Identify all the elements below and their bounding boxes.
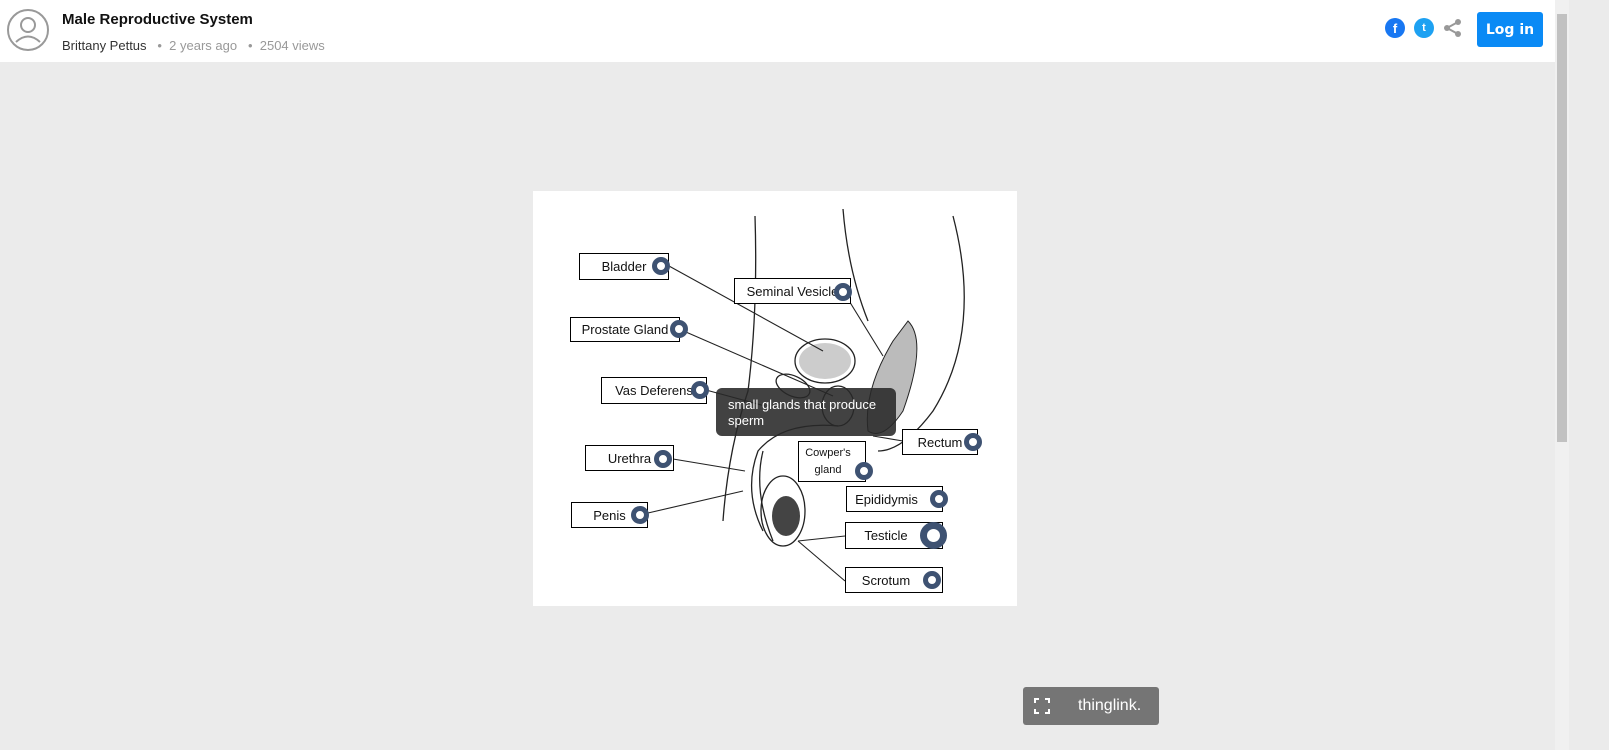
view-count: 2504 views — [259, 38, 325, 53]
thinglink-logo[interactable]: thinglink. — [1078, 697, 1142, 714]
hotspot-epididymis[interactable] — [930, 490, 948, 508]
scrollbar-thumb[interactable] — [1557, 14, 1567, 442]
header: Male Reproductive System Brittany Pettus… — [0, 0, 1555, 62]
meta: Brittany Pettus • 2 years ago • 2504 vie… — [62, 38, 325, 53]
hotspot-vas-deferens[interactable] — [691, 381, 709, 399]
label-prostate-gland: Prostate Gland — [570, 317, 680, 342]
hotspot-bladder[interactable] — [652, 257, 670, 275]
author-link[interactable]: Brittany Pettus — [62, 38, 147, 53]
hotspot-cowpers-gland[interactable] — [855, 462, 873, 480]
share-icon[interactable] — [1443, 18, 1463, 38]
label-cowpers-gland: Cowper's gland — [798, 441, 866, 482]
hotspot-tooltip: small glands that produce sperm — [716, 388, 896, 436]
viewer-toolbar: thinglink. — [1023, 687, 1159, 725]
hotspot-urethra[interactable] — [654, 450, 672, 468]
facebook-icon[interactable]: f — [1385, 18, 1405, 38]
label-seminal-vesicle: Seminal Vesicle — [734, 278, 851, 304]
twitter-icon[interactable]: t — [1414, 18, 1434, 38]
hotspot-testicle[interactable] — [920, 522, 947, 549]
post-age: 2 years ago — [169, 38, 238, 53]
hotspot-seminal-vesicle[interactable] — [834, 283, 852, 301]
label-vas-deferens: Vas Deferens — [601, 377, 707, 404]
hotspot-rectum[interactable] — [964, 433, 982, 451]
hotspot-scrotum[interactable] — [923, 571, 941, 589]
hotspot-prostate-gland[interactable] — [670, 320, 688, 338]
page-title: Male Reproductive System — [62, 11, 253, 28]
fullscreen-icon[interactable] — [1034, 698, 1050, 714]
label-epididymis: Epididymis — [846, 486, 943, 512]
avatar[interactable] — [7, 9, 49, 51]
hotspot-penis[interactable] — [631, 506, 649, 524]
login-button[interactable]: Log in — [1477, 12, 1543, 47]
